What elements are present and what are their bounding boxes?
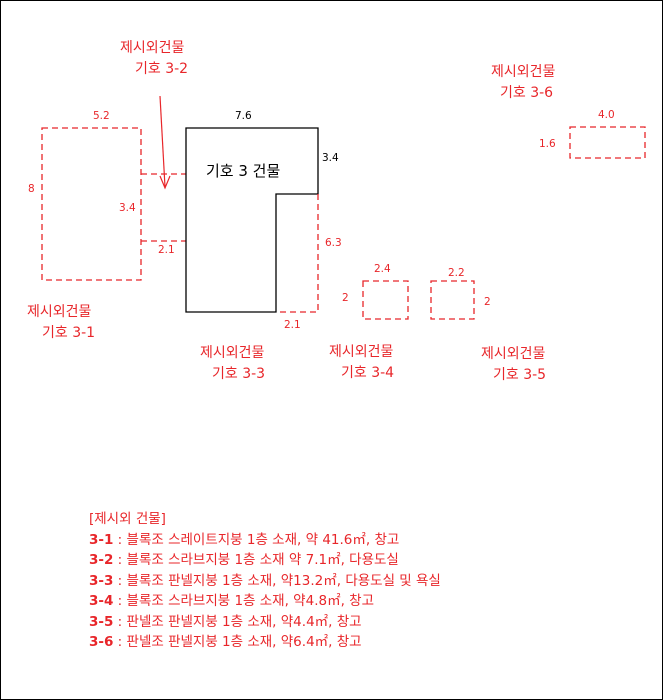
legend-item-text: : 판넬조 판넬지붕 1층 소재, 약4.4㎡, 창고 xyxy=(113,613,362,630)
dim-3-6-left: 1.6 xyxy=(539,138,556,150)
legend-item: 3-2 : 블록조 스라브지붕 1층 소재 약 7.1㎡, 다용도실 xyxy=(89,550,441,571)
label-3-5-line1: 제시외건물 xyxy=(481,346,546,362)
dim-main-top: 7.6 xyxy=(235,110,252,122)
dim-3-5-right: 2 xyxy=(484,296,491,308)
label-3-4-line2: 기호 3-4 xyxy=(341,365,395,381)
label-3-6-line1: 제시외건물 xyxy=(491,64,556,80)
building-3-1-outline xyxy=(41,127,142,281)
dim-3-4-left: 2 xyxy=(342,292,349,304)
legend-item-code: 3-2 xyxy=(89,552,114,568)
main-building-label: 기호 3 건물 xyxy=(206,162,281,180)
dim-3-4-top: 2.4 xyxy=(374,263,391,275)
dim-3-2-height: 3.4 xyxy=(119,202,136,214)
label-3-4-line1: 제시외건물 xyxy=(329,344,394,360)
legend-item-code: 3-1 xyxy=(89,531,114,548)
dim-3-6-top: 4.0 xyxy=(598,109,615,121)
label-3-1-line1: 제시외건물 xyxy=(27,304,92,320)
legend-item-code: 3-5 xyxy=(89,613,114,630)
legend-item-text: : 판넬조 판넬지붕 1층 소재, 약6.4㎡, 창고 xyxy=(113,634,362,650)
legend-item-code: 3-4 xyxy=(89,593,114,609)
legend-item-code: 3-3 xyxy=(89,572,114,589)
legend-item-text: : 블록조 스라브지붕 1층 소재, 약4.8㎡, 창고 xyxy=(113,593,374,609)
building-3-2-pointer-arrow xyxy=(159,95,166,188)
building-3-5-outline xyxy=(430,280,475,320)
dim-main-right: 3.4 xyxy=(322,152,339,164)
legend-item-text: : 블록조 판넬지붕 1층 소재, 약13.2㎡, 다용도실 및 욕실 xyxy=(113,572,441,589)
building-3-4-outline xyxy=(362,280,409,320)
legend-item-text: : 블록조 스레이트지붕 1층 소재, 약 41.6㎡, 창고 xyxy=(113,531,400,548)
dim-3-3-right: 6.3 xyxy=(325,237,342,249)
dim-3-5-top: 2.2 xyxy=(448,267,465,279)
annex-building-legend: [제시외 건물] 3-1 : 블록조 스레이트지붕 1층 소재, 약 41.6㎡… xyxy=(89,509,441,653)
dim-3-3-bottom: 2.1 xyxy=(284,319,301,331)
label-3-2-line1: 제시외건물 xyxy=(120,40,185,56)
building-3-6-outline xyxy=(569,126,646,159)
legend-item: 3-1 : 블록조 스레이트지붕 1층 소재, 약 41.6㎡, 창고 xyxy=(89,530,441,551)
dim-3-1-top: 5.2 xyxy=(93,110,110,122)
legend-item: 3-5 : 판넬조 판넬지붕 1층 소재, 약4.4㎡, 창고 xyxy=(89,612,441,633)
legend-item: 3-6 : 판넬조 판넬지붕 1층 소재, 약6.4㎡, 창고 xyxy=(89,632,441,653)
legend-item: 3-3 : 블록조 판넬지붕 1층 소재, 약13.2㎡, 다용도실 및 욕실 xyxy=(89,571,441,592)
label-3-1-line2: 기호 3-1 xyxy=(42,325,96,341)
label-3-3-line1: 제시외건물 xyxy=(200,345,265,361)
dim-3-2-bottom: 2.1 xyxy=(158,244,175,256)
legend-item-code: 3-6 xyxy=(89,634,114,650)
legend-item-text: : 블록조 스라브지붕 1층 소재 약 7.1㎡, 다용도실 xyxy=(113,552,399,568)
main-building-3-outline xyxy=(185,127,319,313)
label-3-6-line2: 기호 3-6 xyxy=(500,85,554,101)
legend-item: 3-4 : 블록조 스라브지붕 1층 소재, 약4.8㎡, 창고 xyxy=(89,591,441,612)
label-3-3-line2: 기호 3-3 xyxy=(212,366,266,382)
building-3-3-outline xyxy=(276,194,319,313)
legend-title: [제시외 건물] xyxy=(89,511,166,527)
label-3-2-line2: 기호 3-2 xyxy=(135,61,189,77)
label-3-5-line2: 기호 3-5 xyxy=(493,367,547,383)
dim-3-1-left: 8 xyxy=(28,183,35,195)
building-3-2-arrow-head xyxy=(159,175,171,190)
